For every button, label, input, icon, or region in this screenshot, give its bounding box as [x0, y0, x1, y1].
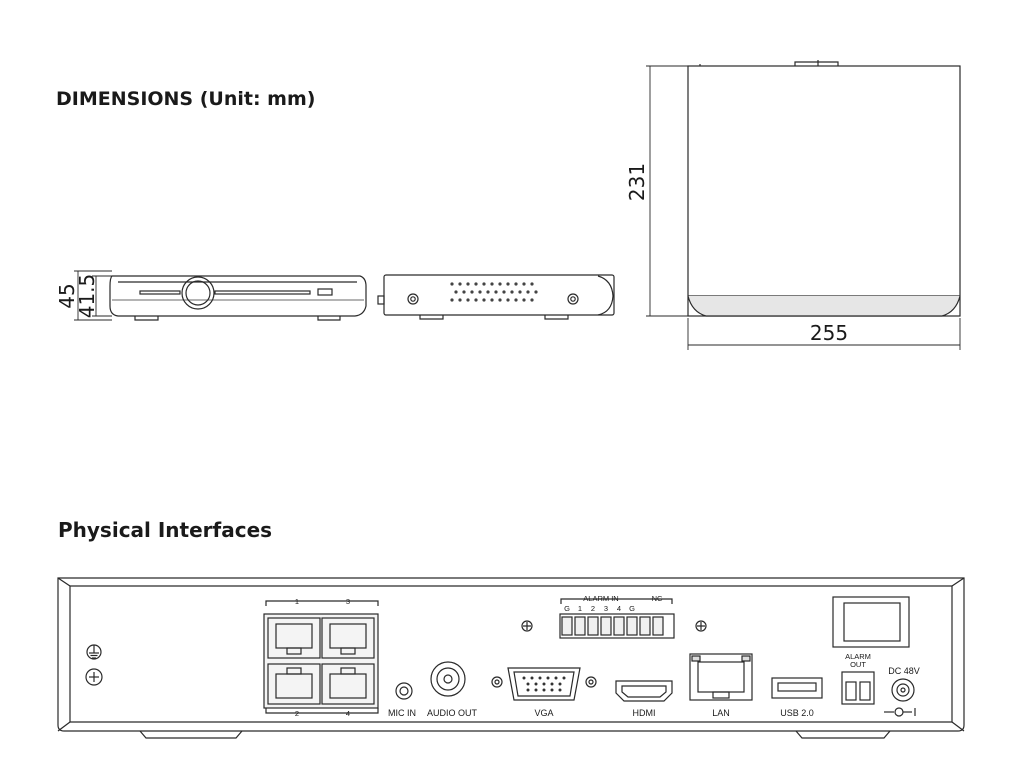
- lan-label: LAN: [712, 708, 730, 718]
- hdmi-label: HDMI: [633, 708, 656, 718]
- front-view: [109, 275, 367, 321]
- alarm-in-terminal-block: [521, 598, 707, 639]
- height-label-45: 45: [55, 283, 79, 308]
- top-view: [687, 60, 961, 317]
- poe-label-4: 4: [346, 709, 350, 718]
- usb-label: USB 2.0: [780, 708, 814, 718]
- dimensions-heading: DIMENSIONS (Unit: mm): [56, 88, 316, 110]
- alarm-nc-label: NC: [652, 594, 663, 603]
- rj45-port-1: [267, 617, 321, 659]
- lan-port: [689, 653, 753, 701]
- depth-label-231: 231: [625, 163, 649, 201]
- vga-label: VGA: [534, 708, 553, 718]
- alarm-pin-label: 3: [604, 604, 608, 613]
- rj45-port-4: [321, 663, 375, 705]
- alarm-pin-label: G: [564, 604, 570, 613]
- dc-48v-label: DC 48V: [888, 666, 920, 676]
- vent-holes: [450, 282, 538, 302]
- rj45-port-3: [321, 617, 375, 659]
- rj45-port-2: [267, 663, 321, 705]
- audio-out-jack: [430, 661, 466, 697]
- alarm-pin-labels: G 1 2 3 4 G: [564, 604, 635, 613]
- power-switch: [832, 596, 910, 648]
- poe-label-3: 3: [346, 597, 350, 606]
- height-dimension-lines: [74, 270, 112, 321]
- poe-label-2: 2: [295, 709, 299, 718]
- alarm-pin-label: 1: [578, 604, 582, 613]
- dc-power-jack: [884, 678, 916, 717]
- depth-width-dimension-lines: [646, 65, 961, 350]
- alarm-in-label: ALARM IN: [583, 594, 618, 603]
- poe-label-1: 1: [295, 597, 299, 606]
- mic-in-label: MIC IN: [388, 708, 416, 718]
- audio-out-label: AUDIO OUT: [427, 708, 478, 718]
- mic-in-jack: [395, 682, 413, 700]
- alarm-out-terminal: [841, 671, 875, 705]
- physical-interfaces-heading: Physical Interfaces: [58, 518, 273, 542]
- hdmi-port: [615, 680, 673, 702]
- vga-port: [491, 667, 597, 701]
- alarm-pin-label: G: [629, 604, 635, 613]
- width-label-255: 255: [810, 321, 848, 345]
- alarm-out-label-2: OUT: [850, 660, 866, 669]
- poe-ports: [263, 600, 379, 714]
- alarm-pin-label: 4: [617, 604, 621, 613]
- ground-icon: [85, 644, 103, 686]
- alarm-pin-label: 2: [591, 604, 595, 613]
- rear-panel: [57, 577, 965, 739]
- side-view: [377, 274, 615, 320]
- usb-port: [771, 677, 823, 699]
- alarm-out-label-1: ALARM: [845, 652, 871, 661]
- height-label-41-5: 41.5: [75, 274, 99, 319]
